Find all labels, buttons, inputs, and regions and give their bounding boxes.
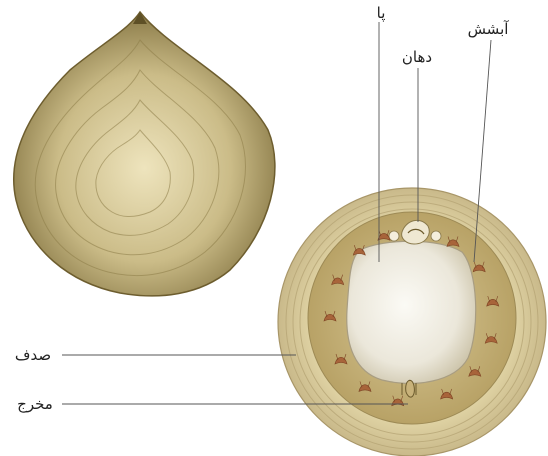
shell-underside-view <box>278 188 546 456</box>
foot <box>347 241 476 383</box>
anus-label: مخرج <box>17 395 53 414</box>
shell-top-outline <box>14 12 275 296</box>
gills-label: آبشش <box>468 20 510 38</box>
mouth-label: دهان <box>402 48 432 66</box>
foot-label: پا <box>377 4 386 23</box>
shell-label: صدف <box>15 346 51 364</box>
shell-top-view <box>14 12 275 296</box>
